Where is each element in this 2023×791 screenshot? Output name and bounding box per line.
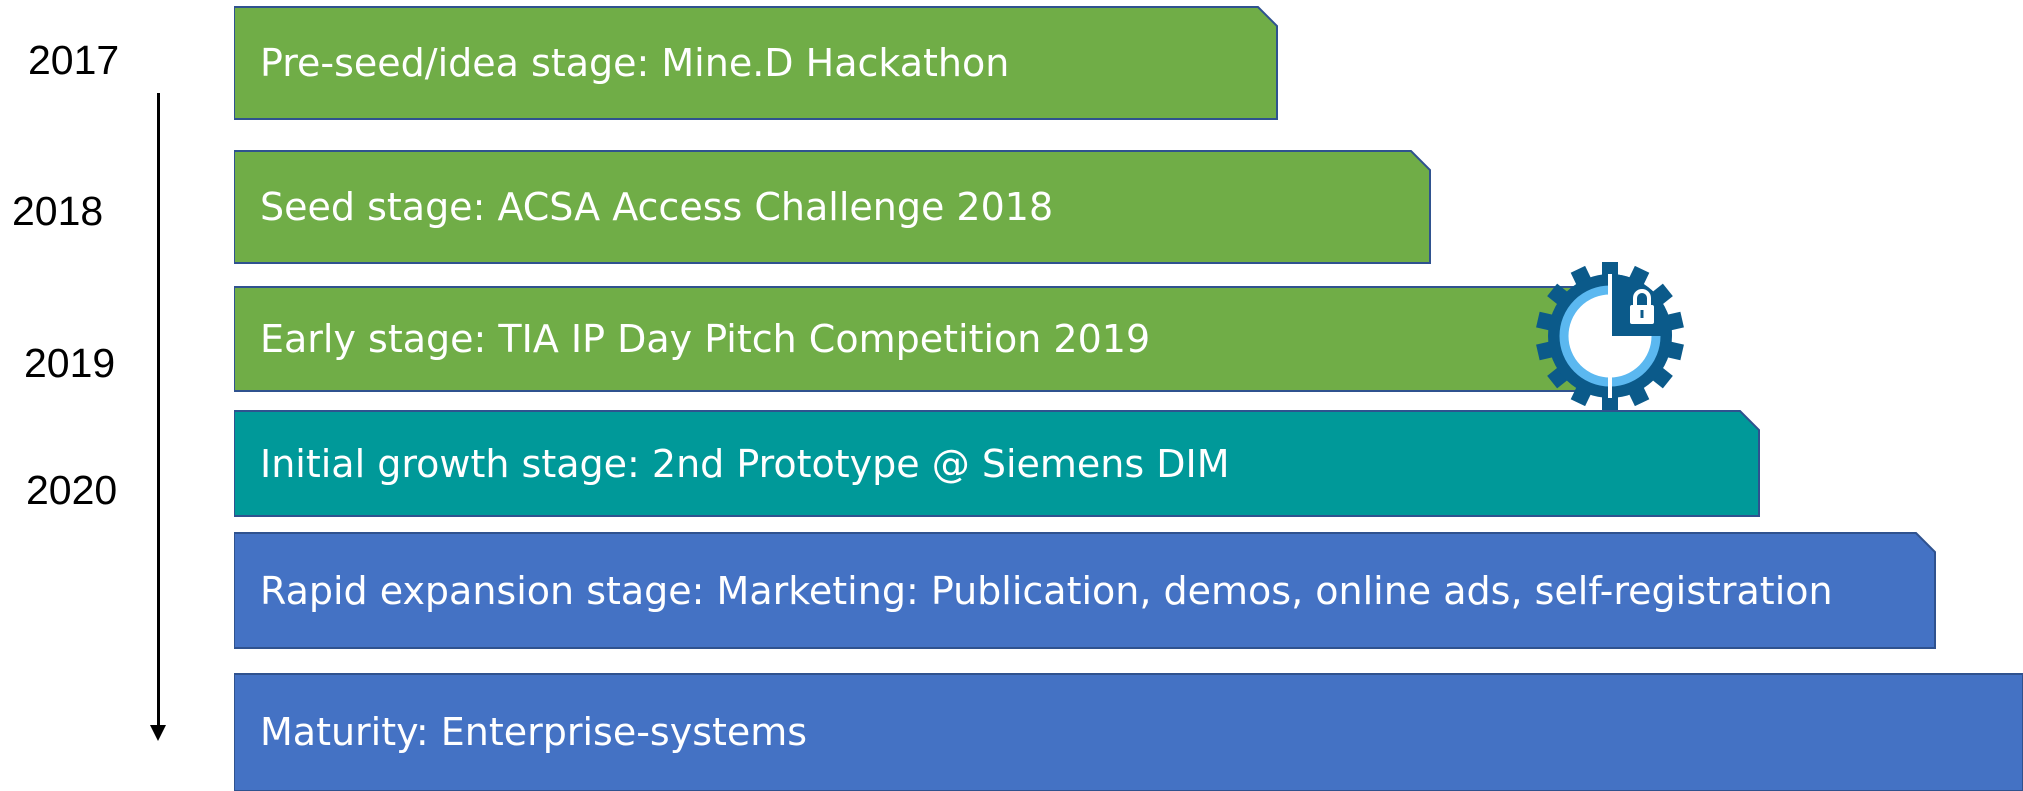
- stage-bar-early: Early stage: TIA IP Day Pitch Competitio…: [234, 286, 1599, 392]
- stage-bar-pre-seed: Pre-seed/idea stage: Mine.D Hackathon: [234, 6, 1278, 120]
- stage-bar-shape: [234, 410, 1760, 517]
- timeline-arrow-line: [157, 93, 160, 728]
- timeline-arrowhead: [150, 725, 166, 741]
- stage-label: Seed stage: ACSA Access Challenge 2018: [260, 185, 1054, 229]
- year-2018: 2018: [12, 188, 104, 234]
- stage-label: Maturity: Enterprise-systems: [260, 710, 808, 754]
- year-2019: 2019: [24, 340, 116, 386]
- stage-bar-shape: [234, 673, 2023, 791]
- stage-label: Early stage: TIA IP Day Pitch Competitio…: [260, 317, 1151, 361]
- gear-lock-icon: [1536, 262, 1684, 410]
- stage-label: Rapid expansion stage: Marketing: Public…: [260, 568, 1833, 613]
- stage-label: Initial growth stage: 2nd Prototype @ Si…: [260, 441, 1230, 486]
- stage-bar-seed: Seed stage: ACSA Access Challenge 2018: [234, 150, 1431, 264]
- stage-bar-shape: [234, 6, 1278, 120]
- lock-icon: [1630, 289, 1654, 324]
- stage-label: Pre-seed/idea stage: Mine.D Hackathon: [260, 41, 1010, 85]
- year-2020: 2020: [26, 467, 118, 513]
- stage-bar-rapid-expansion: Rapid expansion stage: Marketing: Public…: [234, 532, 1936, 649]
- stage-bar-shape: [234, 532, 1936, 649]
- stage-bar-maturity: Maturity: Enterprise-systems: [234, 673, 2023, 791]
- stage-bar-shape: [234, 150, 1431, 264]
- year-2017: 2017: [28, 37, 120, 83]
- stage-bar-initial-growth: Initial growth stage: 2nd Prototype @ Si…: [234, 410, 1760, 517]
